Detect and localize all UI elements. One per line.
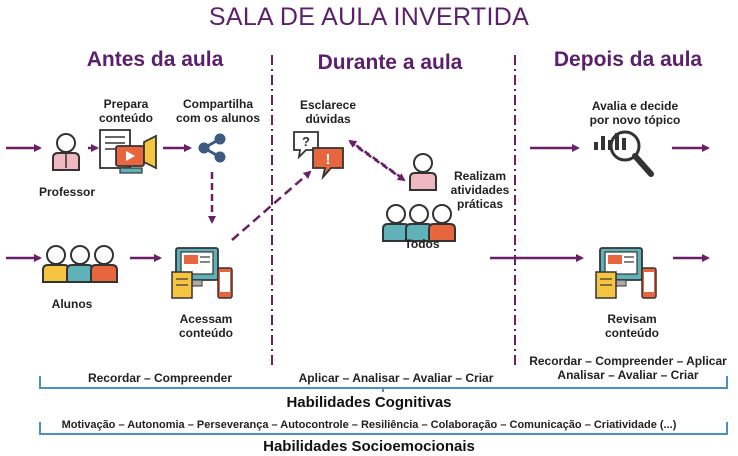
label-students: Alunos bbox=[51, 297, 93, 311]
device-content-icon bbox=[171, 247, 233, 299]
label-access: Acessam conteúdo bbox=[179, 312, 233, 340]
phase-during: Durante a aula bbox=[317, 51, 463, 74]
label-prepare: Prepara conteúdo bbox=[99, 97, 153, 125]
prepare-content-icon bbox=[99, 129, 157, 174]
label-professor: Professor bbox=[38, 185, 96, 199]
socio-title: Habilidades Socioemocionais bbox=[263, 438, 475, 455]
label-doubts: Esclarece dúvidas bbox=[299, 98, 357, 126]
arrow-access-to-doubts bbox=[231, 170, 312, 241]
socio-list: Motivação – Autonomia – Perseverança – A… bbox=[61, 419, 677, 431]
students-icon bbox=[42, 245, 118, 283]
skills-before: Recordar – Compreender bbox=[87, 371, 233, 385]
cognitive-title: Habilidades Cognitivas bbox=[286, 394, 452, 411]
label-evaluate: Avalia e decide por novo tópico bbox=[589, 99, 681, 127]
svg-text:!: ! bbox=[326, 151, 331, 168]
label-practice: Realizam atividades práticas bbox=[450, 169, 510, 211]
share-icon bbox=[198, 133, 226, 163]
label-all: Todos bbox=[404, 237, 440, 251]
professor-icon bbox=[52, 133, 80, 171]
phase-before: Antes da aula bbox=[86, 48, 224, 71]
alert-bubble-icon: ! bbox=[312, 147, 344, 181]
label-share: Compartilha com os alunos bbox=[175, 97, 261, 125]
question-bubble-icon: ? bbox=[293, 131, 319, 160]
label-review: Revisam conteúdo bbox=[605, 312, 659, 340]
page-title: SALA DE AULA INVERTIDA bbox=[208, 3, 530, 31]
socio-bracket bbox=[39, 422, 728, 435]
phase-after: Depois da aula bbox=[553, 48, 703, 71]
review-device-icon bbox=[595, 247, 657, 299]
skills-after: Recordar – Compreender – Aplicar Analisa… bbox=[529, 354, 727, 382]
svg-text:?: ? bbox=[302, 134, 310, 149]
analytics-search-icon bbox=[594, 130, 654, 177]
arrow-doubts-student-b bbox=[348, 139, 403, 180]
student-icon bbox=[409, 153, 437, 191]
skills-during: Aplicar – Analisar – Avaliar – Criar bbox=[298, 371, 494, 385]
